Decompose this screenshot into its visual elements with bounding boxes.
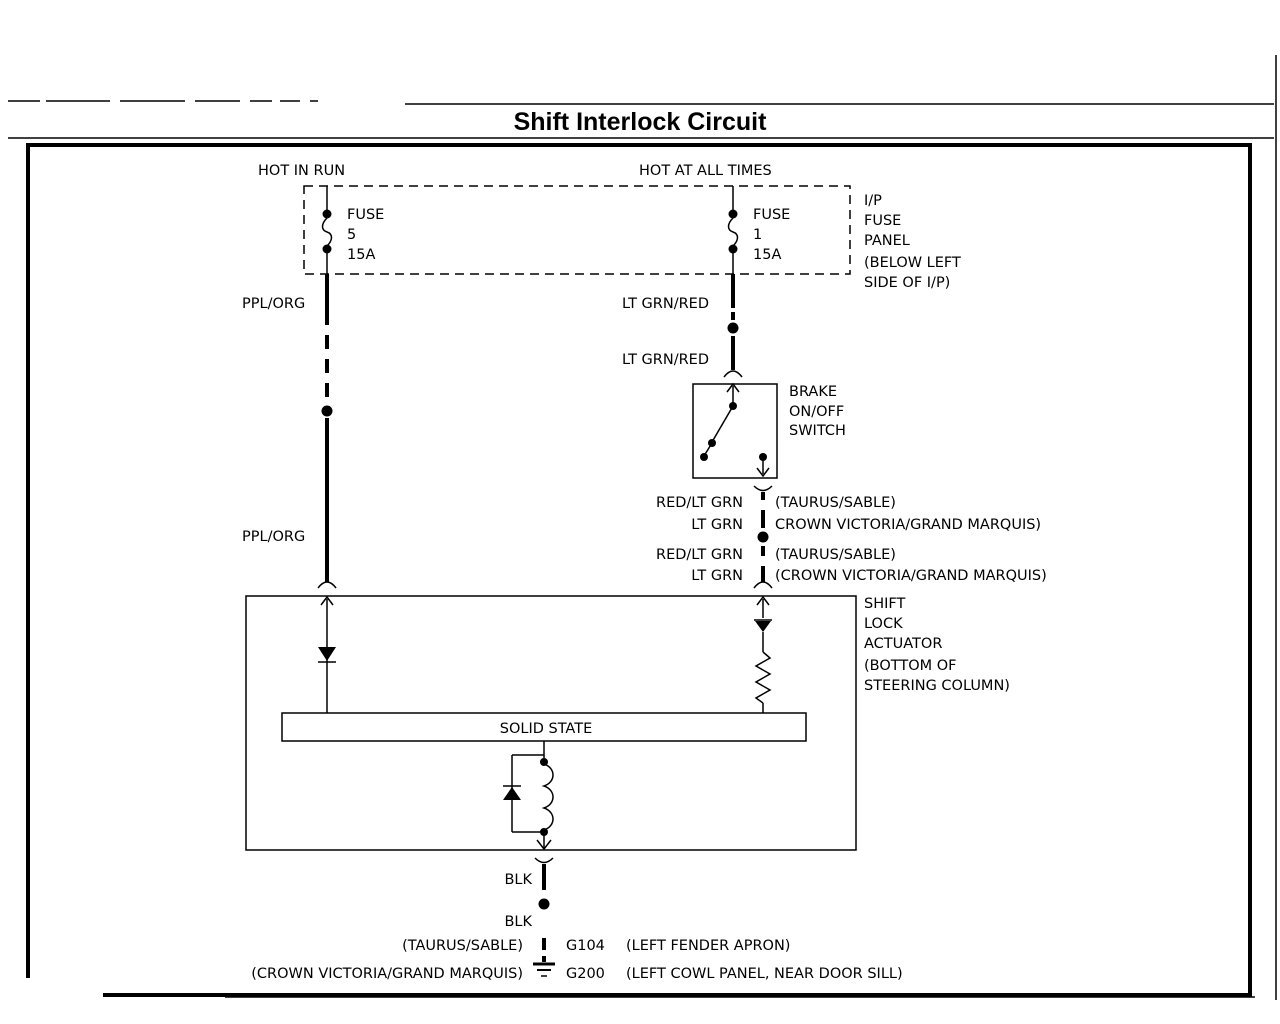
svg-text:ACTUATOR: ACTUATOR: [864, 636, 942, 652]
ground-g104: G104: [566, 938, 605, 954]
svg-text:(CROWN VICTORIA/GRAND MARQUIS): (CROWN VICTORIA/GRAND MARQUIS): [775, 568, 1047, 584]
page-title: Shift Interlock Circuit: [514, 108, 767, 136]
svg-text:RED/LT GRN: RED/LT GRN: [656, 495, 743, 511]
svg-text:(TAURUS/SABLE): (TAURUS/SABLE): [775, 547, 896, 563]
svg-text:ON/OFF: ON/OFF: [789, 404, 844, 420]
svg-text:5: 5: [347, 227, 356, 243]
brake-on-off-switch: BRAKE ON/OFF SWITCH: [692, 382, 846, 479]
red-lt-grn-circuit: RED/LT GRN LT GRN (TAURUS/SABLE) CROWN V…: [656, 485, 1047, 589]
svg-text:(TAURUS/SABLE): (TAURUS/SABLE): [402, 938, 523, 954]
wire-label-ppl-org-bottom: PPL/ORG: [242, 529, 305, 545]
svg-text:RED/LT GRN: RED/LT GRN: [656, 547, 743, 563]
svg-text:SWITCH: SWITCH: [789, 423, 846, 439]
svg-text:1: 1: [753, 227, 762, 243]
svg-text:(LEFT FENDER APRON): (LEFT FENDER APRON): [626, 938, 790, 954]
svg-text:STEERING COLUMN): STEERING COLUMN): [864, 678, 1010, 694]
wire-label-ppl-org-top: PPL/ORG: [242, 296, 305, 312]
wire-label-blk-bottom: BLK: [504, 914, 532, 930]
svg-text:15A: 15A: [347, 247, 375, 263]
svg-text:FUSE: FUSE: [347, 207, 384, 223]
fuse-panel-label: I/P FUSE PANEL (BELOW LEFT SIDE OF I/P): [864, 193, 961, 291]
fuse-panel-box: [303, 185, 851, 275]
wire-label-lt-grn-red-bottom: LT GRN/RED: [622, 352, 709, 368]
fuse-1: FUSE 1 15A: [727, 186, 790, 274]
svg-text:(CROWN VICTORIA/GRAND MARQUIS): (CROWN VICTORIA/GRAND MARQUIS): [251, 966, 523, 982]
svg-text:(BOTTOM OF: (BOTTOM OF: [864, 658, 957, 674]
wire-label-blk-top: BLK: [504, 872, 532, 888]
solid-state-label: SOLID STATE: [500, 721, 593, 737]
actuator-label: SHIFT LOCK ACTUATOR (BOTTOM OF STEERING …: [864, 596, 1010, 694]
wire-label-lt-grn-red-top: LT GRN/RED: [622, 296, 709, 312]
fuse-5: FUSE 5 15A: [321, 186, 384, 274]
ground-labels: (TAURUS/SABLE) G104 (LEFT FENDER APRON) …: [251, 938, 902, 982]
svg-text:(BELOW LEFT: (BELOW LEFT: [864, 255, 961, 271]
svg-text:I/P: I/P: [864, 193, 882, 209]
shift-lock-actuator: SOLID STATE SHIFT LOCK ACTUATOR (BOTTOM …: [245, 595, 1010, 851]
svg-text:LOCK: LOCK: [864, 616, 903, 632]
diagram-frame: [26, 143, 1252, 997]
lt-grn-red-circuit: LT GRN/RED LT GRN/RED: [622, 274, 743, 378]
svg-text:(TAURUS/SABLE): (TAURUS/SABLE): [775, 495, 896, 511]
header-rules: [8, 55, 1277, 1000]
svg-text:BRAKE: BRAKE: [789, 384, 837, 400]
svg-text:LT GRN: LT GRN: [691, 568, 743, 584]
svg-text:PANEL: PANEL: [864, 233, 910, 249]
svg-text:15A: 15A: [753, 247, 781, 263]
svg-text:FUSE: FUSE: [753, 207, 790, 223]
hot-in-run-label: HOT IN RUN: [258, 163, 345, 179]
ppl-org-circuit: PPL/ORG PPL/ORG: [242, 274, 337, 589]
svg-text:FUSE: FUSE: [864, 213, 901, 229]
svg-text:SIDE OF I/P): SIDE OF I/P): [864, 275, 950, 291]
blk-ground-circuit: BLK BLK: [504, 857, 555, 977]
svg-text:LT GRN: LT GRN: [691, 517, 743, 533]
hot-at-all-times-label: HOT AT ALL TIMES: [639, 163, 772, 179]
svg-text:(LEFT COWL PANEL, NEAR DOOR SI: (LEFT COWL PANEL, NEAR DOOR SILL): [626, 966, 903, 982]
ground-g200: G200: [566, 966, 605, 982]
svg-text:SHIFT: SHIFT: [864, 596, 905, 612]
svg-text:CROWN VICTORIA/GRAND MARQUIS): CROWN VICTORIA/GRAND MARQUIS): [775, 517, 1041, 533]
